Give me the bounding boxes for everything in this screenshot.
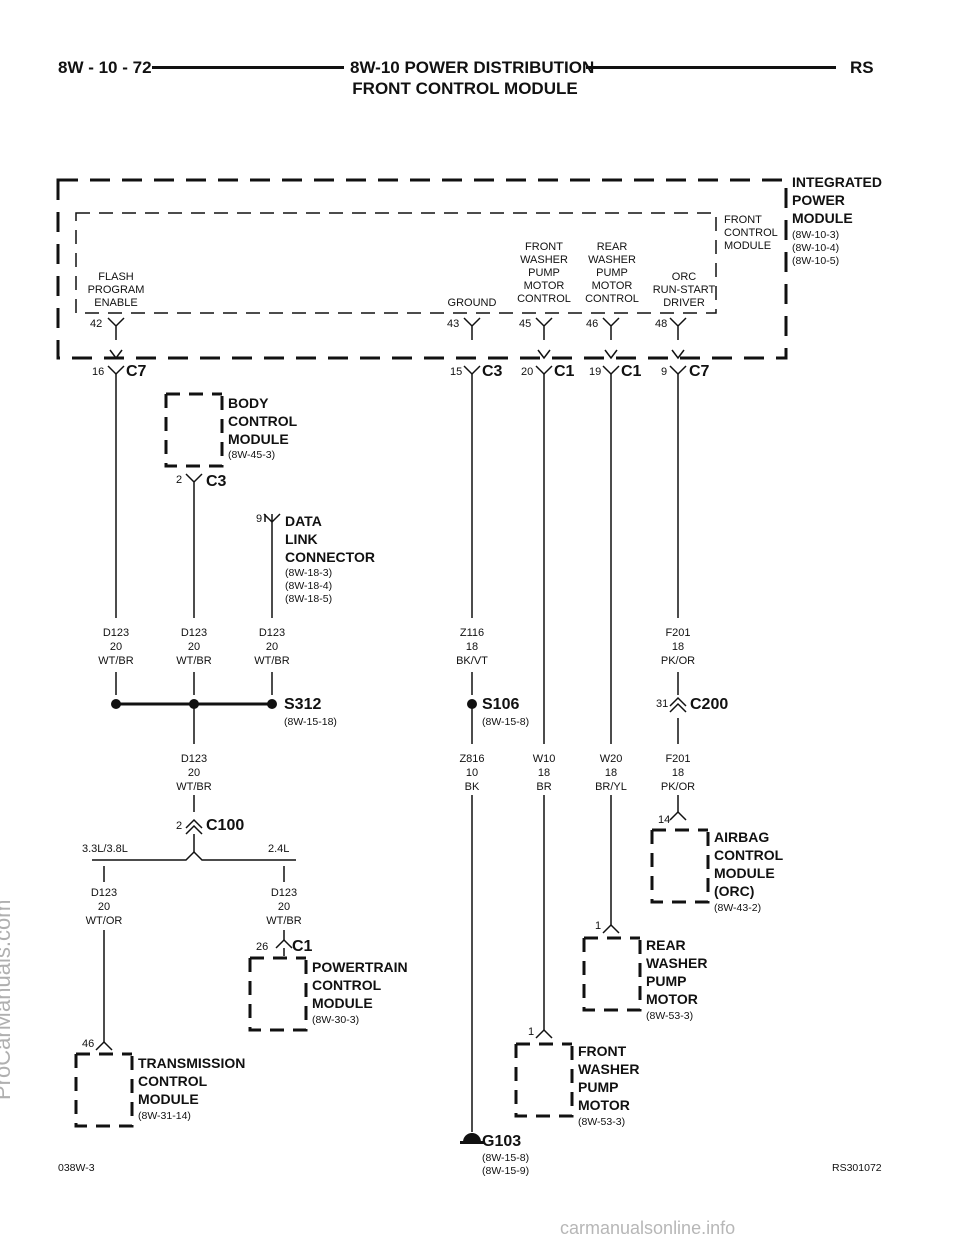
footer-right-code: RS301072: [832, 1162, 882, 1174]
fcm-outline: [75, 212, 717, 314]
splice-s106-name: S106: [482, 696, 520, 713]
fcm-pin-48: 48: [655, 318, 668, 330]
fcm-pin-42: 42: [90, 318, 103, 330]
splice-s106-ref: (8W-15-8): [482, 716, 530, 728]
ipm-conn-name: C1: [621, 363, 642, 380]
fcm-pin-46: 46: [586, 318, 599, 330]
ipm-conn-pin: 9: [661, 366, 668, 378]
fcm-pin-43: 43: [447, 318, 460, 330]
c200-pin: 31: [656, 698, 669, 710]
pcm-conn: C1: [292, 938, 313, 955]
model-code: RS: [850, 58, 874, 77]
c100-pin: 2: [176, 820, 183, 832]
dlc-pin: 9: [256, 513, 263, 525]
ipm-refs: (8W-10-3)(8W-10-4)(8W-10-5): [792, 229, 840, 267]
pcm-pin: 26: [256, 941, 269, 953]
front-washer-pin: 1: [528, 1026, 535, 1038]
ground-icon: [463, 1133, 481, 1142]
bcm-pin: 2: [176, 474, 183, 486]
bcm-outline: [164, 392, 224, 468]
title-line1: 8W-10 POWER DISTRIBUTION: [350, 58, 595, 77]
bcm-ref: (8W-45-3): [228, 449, 276, 461]
splice-dot: [467, 699, 477, 709]
tcm-outline: [74, 1052, 134, 1128]
splice-s312-ref: (8W-15-18): [284, 716, 337, 728]
side-watermark: ProCarManuals.com: [0, 899, 15, 1100]
ipm-outline: [56, 178, 788, 360]
engine-option-i4: 2.4L: [268, 843, 290, 855]
front-washer-outline: [514, 1042, 574, 1118]
pcm-outline: [248, 956, 308, 1032]
c200-name: C200: [690, 696, 729, 713]
splice-dot: [111, 699, 121, 709]
bcm-conn: C3: [206, 473, 227, 490]
orc-pin: 14: [658, 814, 671, 826]
tcm-ref: (8W-31-14): [138, 1110, 191, 1122]
header-rule-right: [586, 66, 836, 69]
pcm-ref: (8W-30-3): [312, 1014, 360, 1026]
rear-washer-outline: [582, 936, 642, 1012]
page-title: 8W-10 POWER DISTRIBUTION FRONT CONTROL M…: [350, 58, 595, 99]
rear-washer-ref: (8W-53-3): [646, 1010, 694, 1022]
orc-ref: (8W-43-2): [714, 902, 762, 914]
ipm-conn-name: C7: [126, 363, 147, 380]
footer-left-code: 038W-3: [58, 1162, 95, 1174]
title-line2: FRONT CONTROL MODULE: [352, 79, 578, 98]
rear-washer-pin: 1: [595, 920, 602, 932]
ground-name: G103: [482, 1133, 522, 1150]
ipm-conn-pin: 16: [92, 366, 105, 378]
ipm-conn-pin: 15: [450, 366, 463, 378]
engine-option-v6: 3.3L/3.8L: [82, 843, 128, 855]
ipm-conn-name: C3: [482, 363, 503, 380]
splice-s312-name: S312: [284, 696, 322, 713]
orc-outline: [650, 828, 710, 904]
ground-refs: (8W-15-8)(8W-15-9): [482, 1152, 530, 1177]
tcm-pin: 46: [82, 1038, 95, 1050]
front-washer-ref: (8W-53-3): [578, 1116, 626, 1128]
ipm-conn-name: C1: [554, 363, 575, 380]
dlc-refs: (8W-18-3)(8W-18-4)(8W-18-5): [285, 567, 333, 605]
header-rule-left: [152, 66, 344, 69]
splice-dot: [189, 699, 199, 709]
fcm-pin-45: 45: [519, 318, 532, 330]
fcm-func-ground: GROUND: [447, 297, 497, 309]
c100-name: C100: [206, 817, 245, 834]
page-code: 8W - 10 - 72: [58, 58, 152, 77]
ipm-conn-pin: 19: [589, 366, 602, 378]
bottom-watermark: carmanualsonline.info: [560, 1218, 736, 1238]
ipm-conn-pin: 20: [521, 366, 534, 378]
splice-dot: [267, 699, 277, 709]
ipm-conn-name: C7: [689, 363, 710, 380]
